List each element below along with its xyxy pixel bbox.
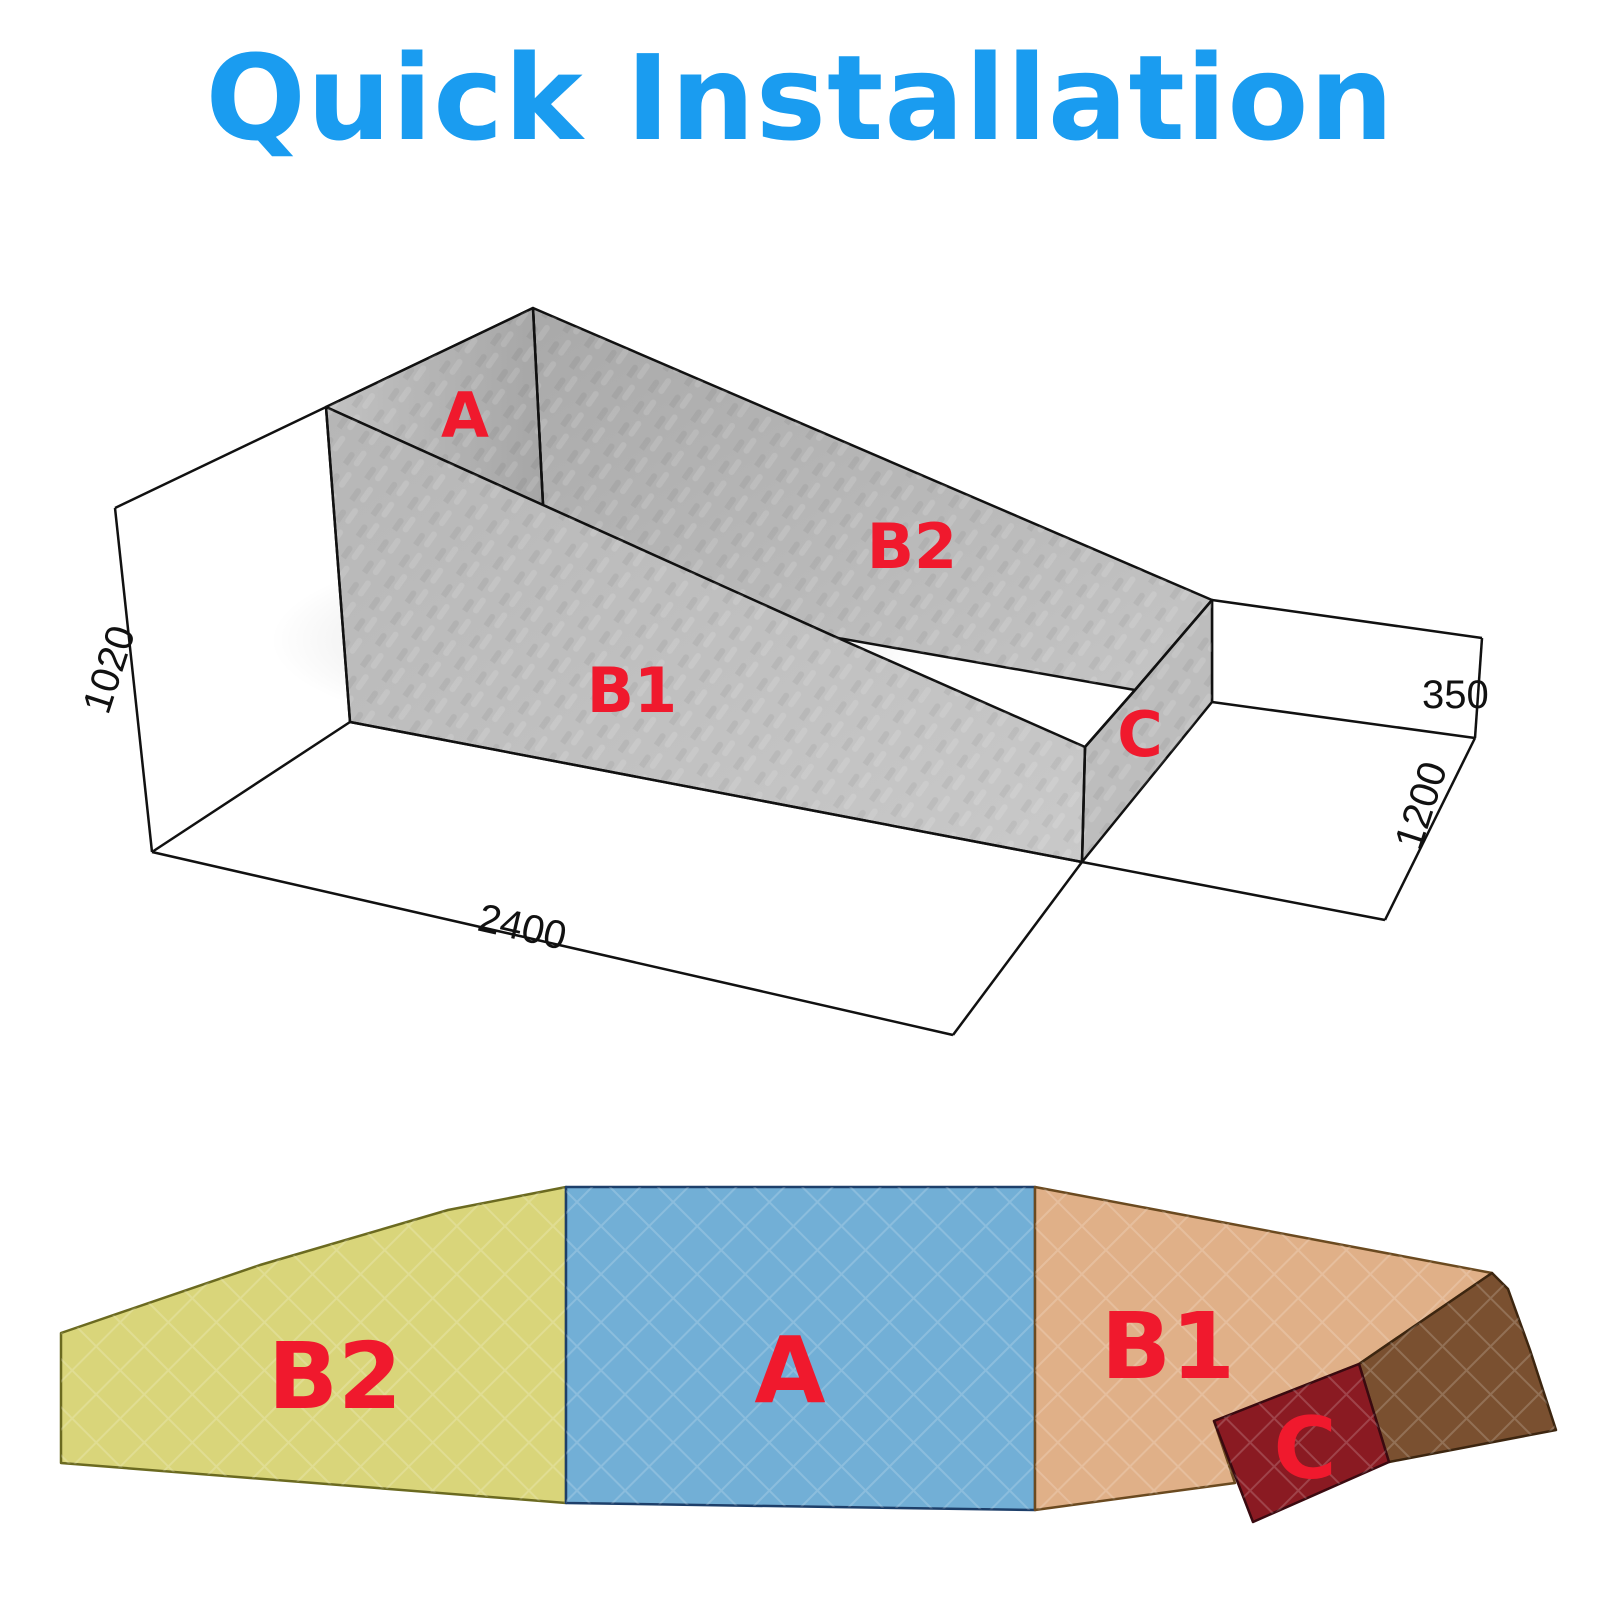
frame-line-right-top [1211, 598, 1483, 640]
frame-line-right-diagonal [1383, 737, 1477, 921]
label-b1-3d: B1 [587, 654, 677, 727]
frame-line-bottom-front [151, 850, 954, 1037]
dimension-end-height: 350 [1422, 673, 1489, 717]
box-edge-corner-a [531, 307, 545, 506]
label-b1-flat: B1 [1101, 1293, 1235, 1400]
flat-layout [59, 1185, 1558, 1524]
panel-b1-3d-texture [326, 407, 1085, 862]
label-a-flat: A [754, 1317, 825, 1424]
label-a-3d: A [441, 379, 489, 452]
page-title: Quick Installation [205, 29, 1395, 167]
panel-b1-flat-texture [1035, 1187, 1492, 1510]
dimension-width: 1200 [1387, 757, 1456, 855]
dimension-frame [113, 306, 1484, 1037]
label-b2-3d: B2 [867, 510, 957, 583]
panel-c-flat-texture [1214, 1364, 1389, 1522]
frame-line-right-mid [1211, 700, 1476, 740]
panel-a-3d-texture [326, 308, 543, 505]
frame-line-right-vertical [1473, 637, 1484, 739]
panel-c-3d-texture [1082, 600, 1212, 862]
metal-box [324, 306, 1214, 864]
panel-b2-flat-texture [61, 1187, 566, 1503]
box-edge-corner-left [324, 406, 352, 723]
panel-b1-end-flat-texture [1359, 1273, 1556, 1462]
label-b2-flat: B2 [268, 1323, 402, 1430]
dimension-height: 1020 [75, 621, 144, 719]
frame-line-bottom-diagonal [951, 861, 1084, 1036]
label-c-3d: C [1117, 698, 1163, 771]
box-edge-front [349, 599, 1213, 864]
label-c-flat: C [1273, 1399, 1336, 1499]
panel-b2-3d-texture [533, 308, 1212, 702]
dimension-length: 2400 [474, 896, 571, 959]
panel-a-flat-texture [566, 1187, 1035, 1510]
frame-line-left-vertical [113, 507, 154, 853]
frame-line-base-left [151, 720, 351, 854]
frame-line-base-right [1081, 860, 1386, 922]
